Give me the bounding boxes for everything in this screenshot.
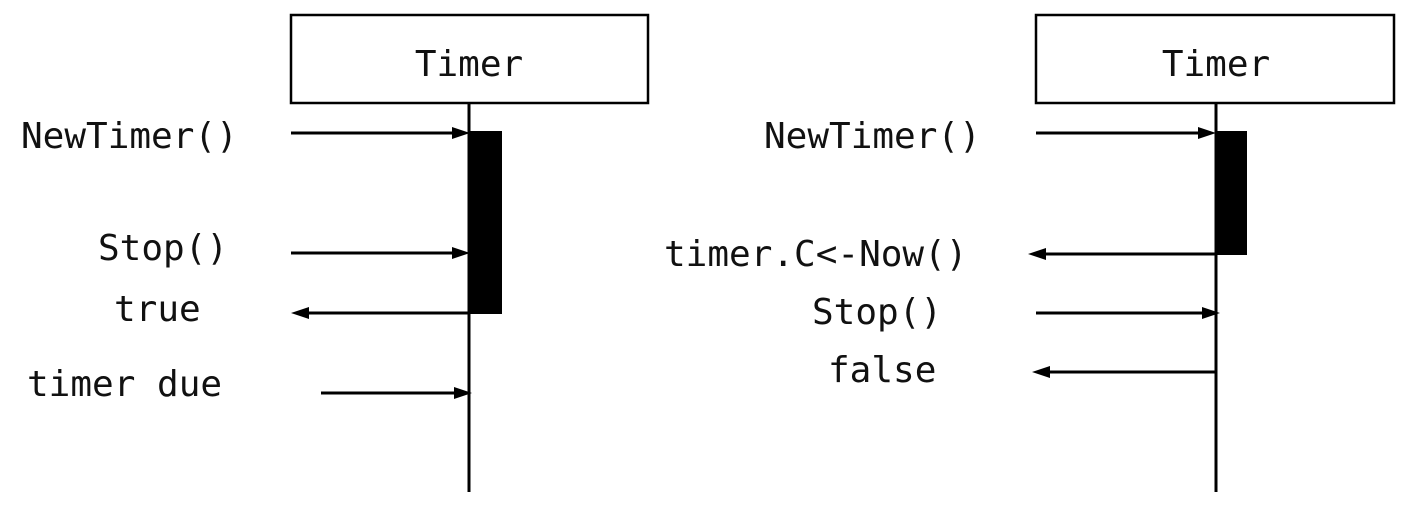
- left-timer-box: [289, 13, 650, 105]
- left-activation-bar: [468, 131, 502, 314]
- left-sequence: Timer NewTimer() Stop() true timer due: [21, 13, 650, 492]
- right-arrow-stop: [1036, 307, 1220, 319]
- right-message-stop: Stop(): [812, 292, 942, 333]
- left-timer-title: Timer: [415, 44, 523, 85]
- left-arrow-timer-due: [321, 387, 472, 399]
- right-arrow-newtimer: [1036, 127, 1216, 139]
- right-sequence: Timer NewTimer() timer.C<-Now() Stop() f…: [664, 13, 1396, 492]
- left-return-true: true: [114, 289, 201, 330]
- right-arrow-false: [1032, 366, 1216, 378]
- left-arrow-newtimer: [291, 127, 470, 139]
- right-message-newtimer: NewTimer(): [764, 116, 981, 157]
- right-return-false: false: [828, 350, 936, 391]
- right-message-channel-send: timer.C<-Now(): [664, 234, 967, 275]
- right-timer-box: [1034, 13, 1396, 105]
- left-message-stop: Stop(): [98, 228, 228, 269]
- left-arrow-true: [291, 307, 469, 319]
- left-arrow-stop: [291, 247, 470, 259]
- left-message-timer-due: timer due: [27, 364, 222, 405]
- right-activation-bar: [1215, 131, 1247, 255]
- right-timer-title: Timer: [1162, 44, 1270, 85]
- right-arrow-channel-send: [1028, 248, 1216, 260]
- left-message-newtimer: NewTimer(): [21, 116, 238, 157]
